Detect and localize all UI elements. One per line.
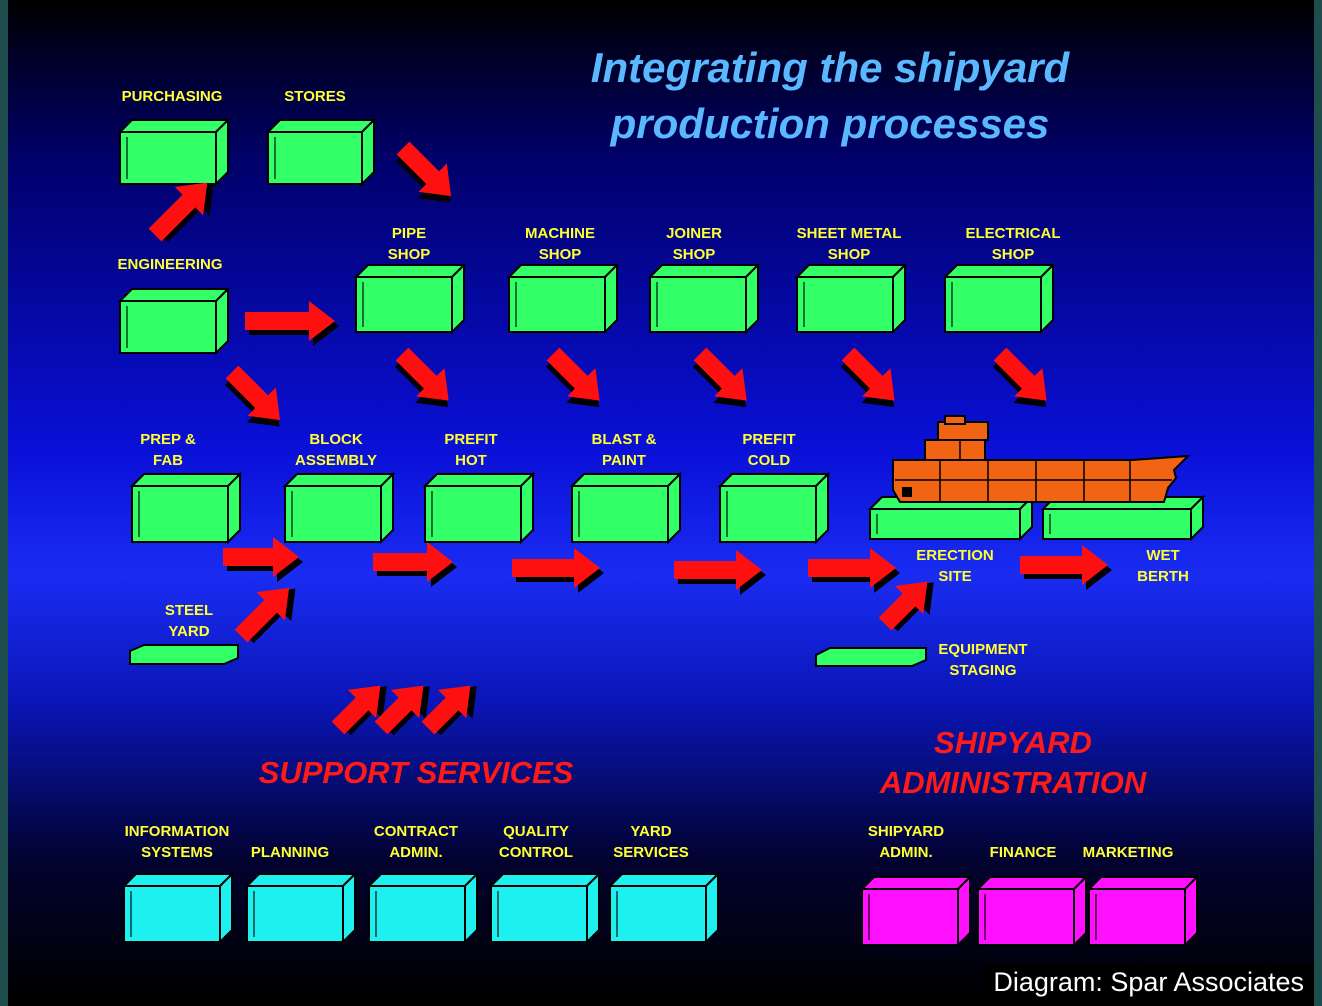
box-quality-control xyxy=(488,871,602,945)
box-joiner-shop xyxy=(647,262,761,335)
header-support-services: SUPPORT SERVICES xyxy=(258,755,574,790)
box-planning xyxy=(244,871,358,945)
label-prep-fab: PREP &FAB xyxy=(140,431,196,469)
arrow-erection-to-wet-berth xyxy=(1020,545,1112,590)
arrow-prefit-cold-to-erection xyxy=(808,548,900,593)
label-finance: FINANCE xyxy=(989,844,1057,861)
arrow-steel-yard-up xyxy=(234,587,296,644)
arrow-stores-to-pipe xyxy=(395,141,452,203)
box-shipyard-admin xyxy=(859,874,973,948)
arrow-support-1 xyxy=(331,685,387,736)
label-marketing: MARKETING xyxy=(1082,844,1174,861)
box-finance xyxy=(975,874,1089,948)
arrow-blast-to-prefit-cold xyxy=(674,550,766,595)
arrow-electrical-down xyxy=(992,347,1047,408)
label-blast-paint: BLAST &PAINT xyxy=(591,431,657,469)
credit-caption: Diagram: Spar Associates xyxy=(983,963,1314,1002)
box-electrical-shop xyxy=(942,262,1056,335)
arrow-prep-to-block xyxy=(223,537,303,582)
box-marketing xyxy=(1086,874,1200,948)
title-line-1: Integrating the shipyard xyxy=(590,44,1070,91)
ship-hull-icon xyxy=(892,415,1191,503)
slab-steel-yard xyxy=(129,644,239,665)
box-information-systems xyxy=(121,871,235,945)
arrow-prefit-hot-to-blast xyxy=(512,548,604,593)
box-erection-site xyxy=(867,494,1035,542)
box-yard-services xyxy=(607,871,721,945)
arrow-support-3 xyxy=(421,685,477,736)
slab-equipment-staging xyxy=(815,647,927,667)
box-pipe-shop xyxy=(353,262,467,335)
arrow-machine-down xyxy=(545,347,600,408)
arrow-pipe-down xyxy=(394,347,449,408)
box-engineering xyxy=(117,286,231,356)
box-stores xyxy=(265,117,377,187)
label-stores: STORES xyxy=(284,88,346,105)
box-purchasing xyxy=(117,117,231,187)
arrow-engineering-to-purchasing xyxy=(148,182,214,243)
box-contract-admin xyxy=(366,871,480,945)
arrow-joiner-down xyxy=(692,347,747,408)
box-machine-shop xyxy=(506,262,620,335)
arrow-block-to-prefit-hot xyxy=(373,542,457,587)
title-line-2: production processes xyxy=(610,100,1050,147)
box-prefit-cold xyxy=(717,471,831,545)
label-engineering: ENGINEERING xyxy=(117,256,223,273)
arrow-staging-up xyxy=(878,581,934,632)
box-prep-fab xyxy=(129,471,243,545)
arrow-support-2 xyxy=(374,685,430,736)
label-planning: PLANNING xyxy=(250,844,330,861)
box-wet-berth xyxy=(1040,494,1206,542)
box-prefit-hot xyxy=(422,471,536,545)
box-blast-paint xyxy=(569,471,683,545)
arrow-sheet-metal-down xyxy=(840,347,895,408)
label-purchasing: PURCHASING xyxy=(121,88,223,105)
arrow-engineering-to-pipe xyxy=(245,301,339,346)
diagram-title: Integrating the shipyard production proc… xyxy=(520,40,1140,152)
box-block-assembly xyxy=(282,471,396,545)
box-sheet-metal-shop xyxy=(794,262,908,335)
arrow-engineering-to-block xyxy=(224,365,281,427)
